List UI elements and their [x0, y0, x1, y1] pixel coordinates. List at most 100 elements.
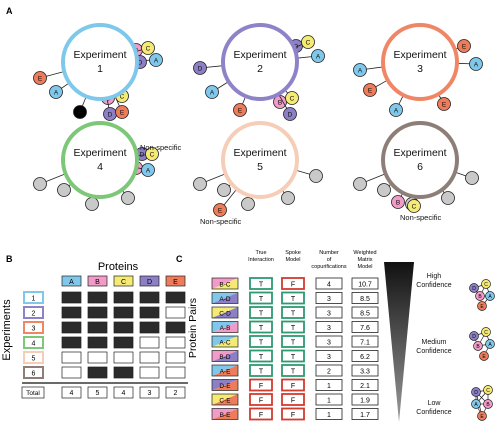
experiment-title: Experiment [233, 49, 286, 61]
matrix-cell [140, 337, 159, 348]
experiment-title: Experiment [393, 49, 446, 61]
confidence-label: Confidence [416, 348, 452, 355]
copurification-value: 4 [327, 282, 331, 289]
pair-label: A-D [219, 296, 231, 303]
confidence-label: Confidence [416, 282, 452, 289]
matrix-cell [62, 307, 81, 318]
pair-label: B-E [220, 412, 232, 419]
true-interaction-value: T [259, 296, 264, 303]
header-true-interaction: Interaction [248, 257, 274, 263]
bait-ring [63, 123, 137, 197]
protein-node [194, 178, 207, 191]
spoke-model-value: T [291, 296, 296, 303]
protein-node [466, 172, 479, 185]
matrix-cell [114, 367, 133, 378]
panel-label-b: B [6, 254, 13, 264]
experiment-row-label: 2 [32, 311, 36, 318]
weighted-score-value: 8.5 [360, 296, 370, 303]
pair-label: B-C [219, 282, 231, 289]
protein-node [310, 170, 323, 183]
mini-network-label: C [486, 388, 490, 394]
protein-node-label: A [146, 168, 151, 175]
confidence-wedge [384, 262, 414, 422]
protein-header-label: D [147, 279, 152, 286]
experiment-number: 6 [417, 161, 423, 173]
true-interaction-value: T [259, 325, 264, 332]
total-value: 4 [70, 390, 74, 397]
protein-node-label: D [198, 66, 203, 73]
mini-network-label: D [472, 286, 476, 292]
spoke-model-value: T [291, 369, 296, 376]
matrix-cell [114, 352, 133, 363]
experiment-title: Experiment [393, 147, 446, 159]
total-value: 5 [96, 390, 100, 397]
confidence-label: Medium [422, 339, 447, 346]
protein-node-label: D [288, 112, 293, 119]
header-spoke-model: Model [286, 257, 301, 263]
matrix-cell [140, 367, 159, 378]
matrix-cell [166, 292, 185, 303]
protein-node [86, 198, 99, 211]
protein-node-label: E [38, 76, 43, 83]
protein-node-label: A [210, 90, 215, 97]
mini-network-label: D [474, 390, 478, 396]
matrix-cell [166, 352, 185, 363]
spoke-model-value: T [291, 311, 296, 318]
protein-node-label: E [442, 102, 447, 109]
weighted-score-value: 2.1 [360, 383, 370, 390]
confidence-label: Confidence [416, 409, 452, 416]
mini-network-label: C [484, 282, 488, 288]
protein-node [218, 184, 231, 197]
protein-node-label: E [218, 208, 223, 215]
pair-label: A-B [220, 325, 231, 332]
matrix-cell [140, 307, 159, 318]
header-copurifications: Number [319, 250, 339, 256]
header-copurifications: copurifications [311, 264, 346, 270]
matrix-cell [62, 337, 81, 348]
bait-ring [383, 25, 457, 99]
experiment-row-label: 6 [32, 371, 36, 378]
experiment-row-label: 5 [32, 356, 36, 363]
true-interaction-value: F [259, 383, 263, 390]
protein-node-label: E [120, 110, 125, 117]
proteins-title: Proteins [98, 261, 139, 273]
matrix-cell [166, 307, 185, 318]
spoke-model-value: F [291, 282, 295, 289]
header-spoke-model: Spoke [285, 250, 301, 256]
protein-node-label: A [474, 62, 479, 69]
protein-pairs-table: Protein PairsTrueInteractionSpokeModelNu… [187, 250, 495, 422]
header-weighted-matrix: Model [358, 264, 373, 270]
spoke-model-value: F [291, 398, 295, 405]
protein-node [58, 184, 71, 197]
total-value: 3 [148, 390, 152, 397]
pair-label: D-E [219, 383, 231, 390]
non-specific-label: Non-specific [400, 213, 442, 222]
bait-ring [383, 123, 457, 197]
weighted-score-value: 1.9 [360, 398, 370, 405]
protein-node-label: E [238, 108, 243, 115]
mini-network-label: D [472, 334, 476, 340]
spoke-model-value: T [291, 340, 296, 347]
weighted-score-value: 8.5 [360, 311, 370, 318]
mini-network-label: C [484, 330, 488, 336]
protein-header-label: A [69, 279, 74, 286]
protein-node-label: C [290, 96, 295, 103]
experiment-number: 4 [97, 161, 103, 173]
total-value: 4 [122, 390, 126, 397]
spoke-model-value: F [291, 383, 295, 390]
spoke-model-value: T [291, 325, 296, 332]
panel-label-a: A [6, 6, 13, 16]
weighted-score-value: 1.7 [360, 412, 370, 419]
copurification-value: 3 [327, 325, 331, 332]
total-label: Total [26, 390, 40, 397]
header-weighted-matrix: Weighted [353, 250, 376, 256]
bait-ring [223, 25, 297, 99]
protein-node-label: A [154, 58, 159, 65]
experiment-number: 2 [257, 63, 263, 75]
bait-ring [223, 123, 297, 197]
bait-ring [63, 25, 137, 99]
